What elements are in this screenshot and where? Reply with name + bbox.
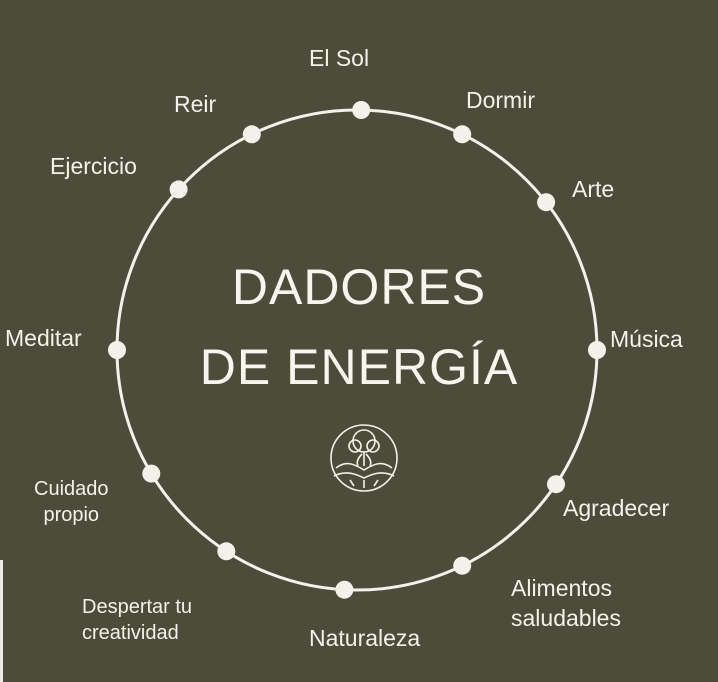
- ring-dot-ejercicio: [169, 180, 188, 199]
- ring-dots: [108, 101, 606, 599]
- edge-strip: [0, 560, 3, 682]
- title-line-1: DADORES: [231, 259, 487, 315]
- title-line-2: DE ENERGÍA: [199, 339, 519, 395]
- label-el-sol: El Sol: [309, 45, 370, 71]
- ring-dot-meditar: [108, 341, 126, 359]
- label-dormir: Dormir: [466, 87, 535, 113]
- ring-dot-agradecer: [547, 475, 565, 494]
- ring-dot-reir: [242, 125, 261, 144]
- label-meditar: Meditar: [5, 325, 82, 351]
- ring-dot-despertar-tu-creatividad: [217, 542, 236, 561]
- label-despertar-tu-creatividad: Despertar tu creatividad: [82, 596, 193, 644]
- ring-dot-dormir: [453, 125, 472, 144]
- ring-dot-musica: [588, 341, 606, 359]
- label-reir: Reir: [174, 91, 217, 117]
- ring-dot-el-sol: [352, 101, 371, 119]
- label-musica: Música: [610, 326, 683, 352]
- label-agradecer: Agradecer: [563, 495, 670, 521]
- ring-dot-arte: [537, 193, 556, 212]
- label-cuidado-propio: Cuidado propio: [34, 478, 109, 526]
- ring-dot-cuidado-propio: [142, 464, 161, 483]
- label-alimentos-saludables: Alimentos saludables: [511, 575, 621, 631]
- label-ejercicio: Ejercicio: [50, 153, 137, 179]
- ring-dot-naturaleza: [335, 580, 354, 599]
- tree-roots-emblem-icon: [330, 424, 398, 492]
- label-arte: Arte: [572, 176, 615, 202]
- ring-dot-alimentos-saludables: [453, 556, 472, 575]
- label-naturaleza: Naturaleza: [309, 625, 421, 651]
